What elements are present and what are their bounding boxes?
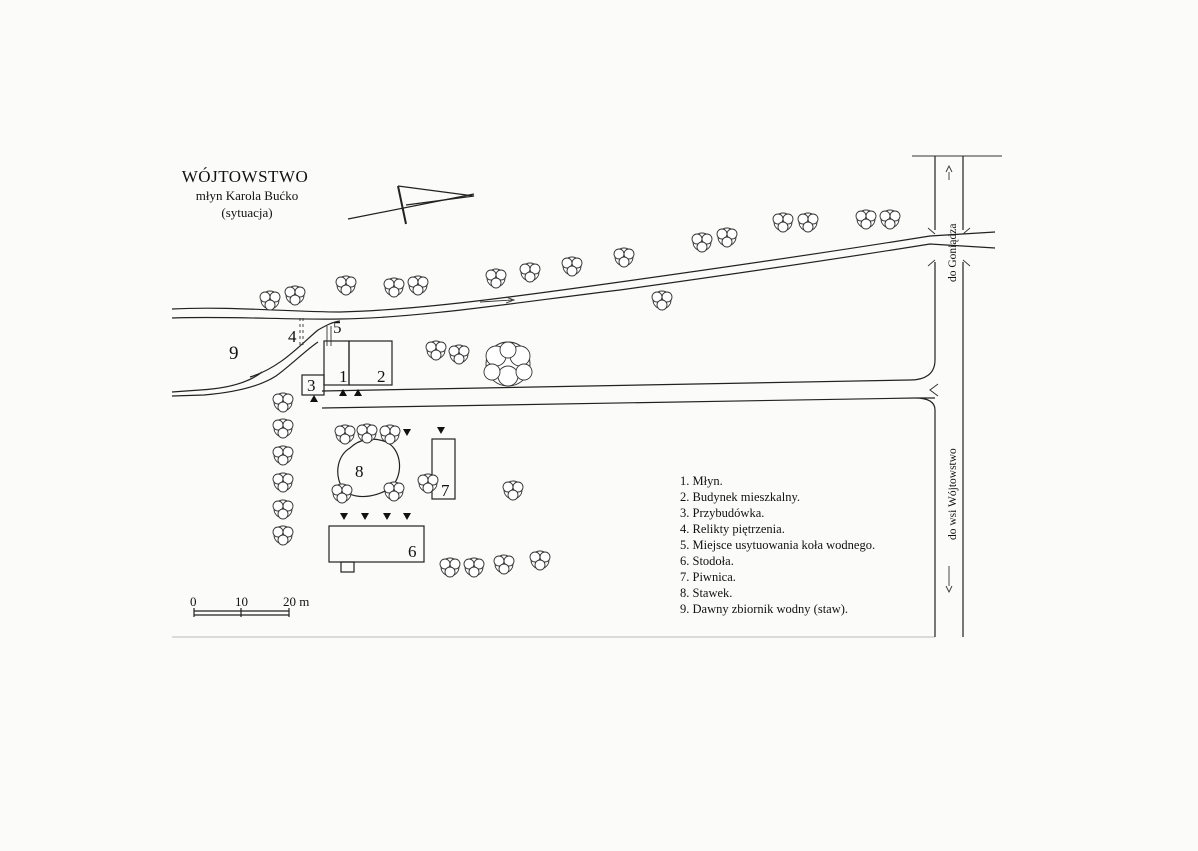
building-cellar	[431, 438, 456, 500]
tree-symbol-icon	[797, 212, 819, 233]
legend-item: 6. Stodoła.	[680, 554, 734, 568]
legend: 1. Młyn. 2. Budynek mieszkalny. 3. Przyb…	[680, 474, 875, 616]
tree-cluster-icon	[483, 341, 533, 387]
tree-symbol-icon	[272, 499, 294, 520]
legend-item: 3. Przybudówka.	[680, 506, 764, 520]
tree-symbol-icon	[502, 480, 524, 501]
building-annex	[301, 374, 325, 396]
legend-item: 5. Miejsce usytuowania koła wodnego.	[680, 538, 875, 552]
legend-item: 9. Dawny zbiornik wodny (staw).	[680, 602, 848, 616]
label-annex: 3	[307, 376, 316, 395]
tree-symbol-icon	[772, 212, 794, 233]
road-label-south: do wsi Wójtowstwo	[947, 448, 959, 540]
entrance-triangle-icon	[403, 429, 411, 436]
tree-symbol-icon	[448, 344, 470, 365]
legend-item: 8. Stawek.	[680, 586, 732, 600]
tree-symbols	[259, 209, 901, 578]
tree-symbol-icon	[561, 256, 583, 277]
legend-item: 1. Młyn.	[680, 474, 723, 488]
tree-symbol-icon	[335, 275, 357, 296]
tree-symbol-icon	[259, 290, 281, 311]
scale-label-0: 0	[190, 594, 197, 609]
tree-symbol-icon	[493, 554, 515, 575]
entrance-triangle-icon	[354, 389, 362, 396]
tree-symbol-icon	[529, 550, 551, 571]
legend-item: 4. Relikty piętrzenia.	[680, 522, 785, 536]
tree-symbol-icon	[407, 275, 429, 296]
legend-item: 7. Piwnica.	[680, 570, 736, 584]
scale-bar: 0 10 20 m	[190, 594, 309, 617]
tree-symbol-icon	[613, 247, 635, 268]
north-arrow-icon	[347, 185, 475, 225]
entrance-triangle-icon	[310, 395, 318, 402]
legend-item: 2. Budynek mieszkalny.	[680, 490, 800, 504]
label-former-pond: 9	[229, 343, 239, 364]
tree-symbol-icon	[519, 262, 541, 283]
road-label-north: do Goniądza	[947, 224, 959, 282]
tree-symbol-icon	[331, 483, 353, 504]
tree-symbol-icon	[356, 423, 378, 444]
entrance-triangle-icon	[340, 513, 348, 520]
scale-label-10: 10	[235, 594, 248, 609]
label-pond: 8	[355, 462, 364, 481]
label-cellar: 7	[441, 481, 450, 500]
tree-symbol-icon	[485, 268, 507, 289]
label-mill: 1	[339, 367, 348, 386]
label-weir: 4	[288, 327, 297, 346]
building-house	[348, 340, 393, 386]
tree-symbol-icon	[425, 340, 447, 361]
entrance-triangle-icon	[403, 513, 411, 520]
scale-label-20: 20 m	[283, 594, 309, 609]
entrance-triangle-icon	[383, 513, 391, 520]
stream	[171, 231, 996, 320]
tree-symbol-icon	[463, 557, 485, 578]
map-subtitle-note: (sytuacja)	[221, 205, 272, 220]
entrance-triangle-icon	[437, 427, 445, 434]
access-road	[321, 379, 916, 409]
label-barn: 6	[408, 542, 417, 561]
tree-symbol-icon	[272, 472, 294, 493]
tree-symbol-icon	[272, 392, 294, 413]
tree-symbol-icon	[439, 557, 461, 578]
label-wheel: 5	[333, 318, 342, 337]
tree-symbol-icon	[383, 481, 405, 502]
label-house: 2	[377, 367, 386, 386]
tree-symbol-icon	[284, 285, 306, 306]
tree-symbol-icon	[879, 209, 901, 230]
tree-symbol-icon	[651, 290, 673, 311]
tree-symbol-icon	[272, 418, 294, 439]
tree-symbol-icon	[691, 232, 713, 253]
tree-symbol-icon	[379, 424, 401, 445]
tree-symbol-icon	[272, 525, 294, 546]
main-road	[909, 156, 971, 637]
entrance-triangle-icon	[339, 389, 347, 396]
map-subtitle: młyn Karola Bućko	[196, 188, 299, 203]
tree-symbol-icon	[855, 209, 877, 230]
former-pond-outline	[171, 320, 341, 397]
buildings	[299, 318, 456, 573]
tree-symbol-icon	[272, 445, 294, 466]
barn-annex	[340, 561, 355, 573]
entrance-triangle-icon	[361, 513, 369, 520]
building-barn	[328, 525, 425, 563]
tree-symbol-icon	[417, 473, 439, 494]
tree-symbol-icon	[383, 277, 405, 298]
tree-symbol-icon	[716, 227, 738, 248]
tree-symbol-icon	[334, 424, 356, 445]
map-title: WÓJTOWSTWO	[182, 167, 309, 186]
entrance-markers	[310, 389, 445, 520]
